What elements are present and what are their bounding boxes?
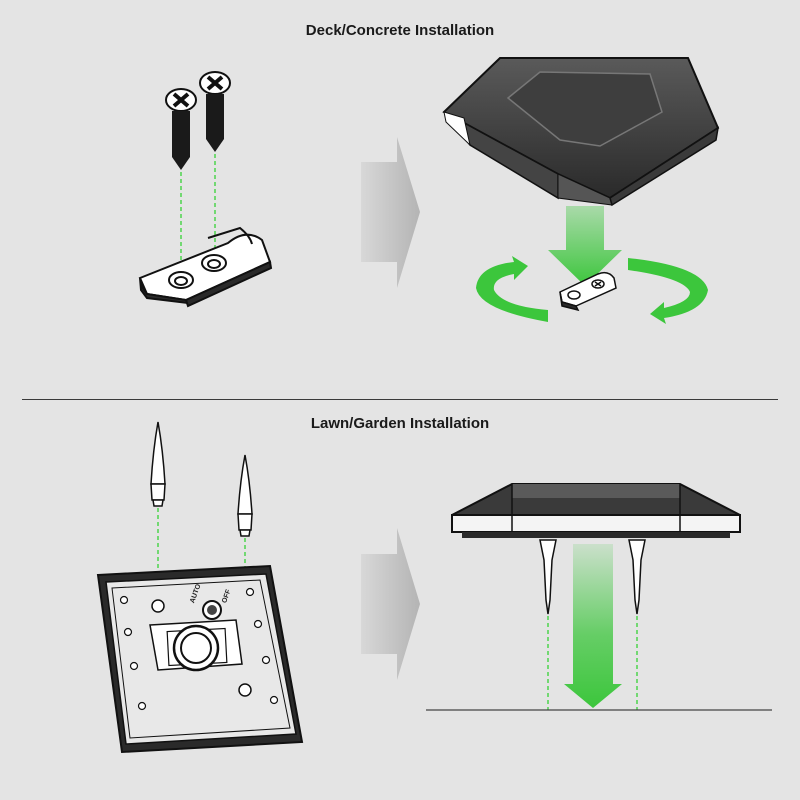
section-divider	[22, 399, 778, 400]
ground-stake-icon	[237, 454, 253, 537]
light-base-underside	[96, 564, 304, 754]
switch-label-off: OFF	[221, 588, 233, 604]
ground-stake-icon	[150, 421, 166, 507]
down-arrow-icon	[548, 206, 622, 286]
down-arrow-icon	[564, 544, 622, 708]
mounting-bracket	[138, 226, 273, 308]
chevron-right-icon	[361, 137, 420, 288]
deck-light-product	[442, 57, 720, 207]
chevron-right-icon	[361, 528, 420, 680]
screw-icon	[165, 88, 197, 170]
rotate-arrow-icon	[476, 256, 708, 324]
lawn-light-product	[451, 483, 741, 538]
deck-section-title: Deck/Concrete Installation	[305, 22, 495, 39]
screw-icon	[199, 71, 231, 152]
ground-stake-icon	[539, 539, 557, 615]
small-mounting-bracket	[559, 271, 617, 312]
lawn-section-title: Lawn/Garden Installation	[310, 415, 490, 432]
stake-ground-guide-lines	[547, 616, 638, 710]
ground-stake-icon	[628, 539, 646, 615]
